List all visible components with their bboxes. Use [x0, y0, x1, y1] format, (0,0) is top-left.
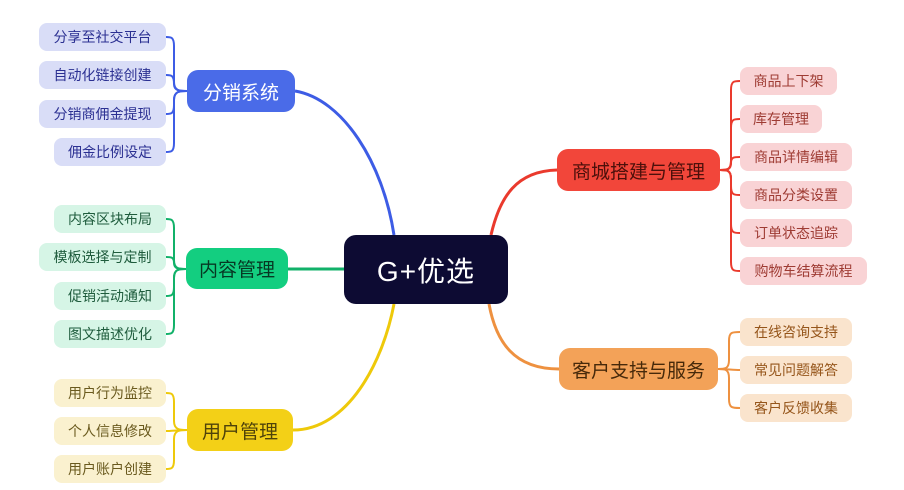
connector-mall-child	[719, 118, 741, 171]
connector-mall-child	[719, 80, 741, 171]
branch-node-content[interactable]: 内容管理	[186, 248, 288, 289]
connector-content-child	[165, 218, 187, 270]
leaf-node[interactable]: 自动化链接创建	[39, 61, 166, 89]
connector-mall-child	[719, 156, 741, 171]
leaf-node[interactable]: 模板选择与定制	[39, 243, 166, 271]
connector-root-support	[487, 303, 560, 371]
connector-support-child	[717, 368, 741, 371]
connector-root-distribution	[294, 89, 396, 236]
branch-node-support[interactable]: 客户支持与服务	[559, 348, 718, 390]
leaf-node[interactable]: 图文描述优化	[54, 320, 166, 348]
leaf-node[interactable]: 商品分类设置	[740, 181, 852, 209]
leaf-node[interactable]: 内容区块布局	[54, 205, 166, 233]
connector-content-child	[165, 268, 187, 335]
connector-root-user	[292, 303, 396, 432]
branch-node-distribution[interactable]: 分销系统	[187, 70, 295, 112]
leaf-node[interactable]: 购物车结算流程	[740, 257, 867, 285]
connector-content-child	[165, 256, 187, 270]
connector-distribution-child	[165, 90, 188, 153]
connector-user-child	[165, 392, 188, 431]
leaf-node[interactable]: 用户行为监控	[54, 379, 166, 407]
connector-content-child	[165, 268, 187, 297]
branch-node-mall[interactable]: 商城搭建与管理	[557, 149, 720, 191]
branch-node-user[interactable]: 用户管理	[187, 409, 293, 451]
leaf-node[interactable]: 个人信息修改	[54, 417, 166, 445]
leaf-node[interactable]: 商品详情编辑	[740, 143, 852, 171]
connector-user-child	[165, 429, 188, 470]
leaf-node[interactable]: 用户账户创建	[54, 455, 166, 483]
connector-mall-child	[719, 169, 741, 234]
connector-support-child	[717, 331, 741, 370]
connector-distribution-child	[165, 74, 188, 92]
connector-user-child	[165, 429, 188, 432]
leaf-node[interactable]: 客户反馈收集	[740, 394, 852, 422]
leaf-node[interactable]: 商品上下架	[740, 67, 837, 95]
connector-support-child	[717, 368, 741, 409]
leaf-node[interactable]: 在线咨询支持	[740, 318, 852, 346]
leaf-node[interactable]: 订单状态追踪	[740, 219, 852, 247]
connector-distribution-child	[165, 36, 188, 92]
connector-mall-child	[719, 169, 741, 272]
connector-mall-child	[719, 169, 741, 196]
leaf-node[interactable]: 库存管理	[740, 105, 822, 133]
leaf-node[interactable]: 促销活动通知	[54, 282, 166, 310]
leaf-node[interactable]: 分享至社交平台	[39, 23, 166, 51]
leaf-node[interactable]: 常见问题解答	[740, 356, 852, 384]
connector-distribution-child	[165, 90, 188, 115]
connector-root-mall	[489, 168, 558, 236]
leaf-node[interactable]: 佣金比例设定	[54, 138, 166, 166]
leaf-node[interactable]: 分销商佣金提现	[39, 100, 166, 128]
root-node[interactable]: G+优选	[344, 235, 508, 304]
